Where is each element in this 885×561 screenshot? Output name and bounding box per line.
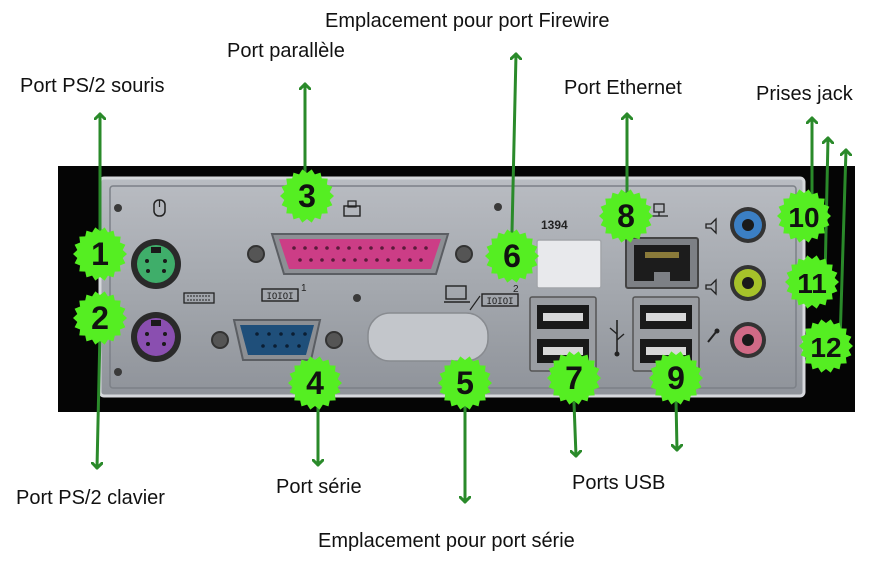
svg-text:IOIOI: IOIOI xyxy=(486,297,513,307)
badge-burst xyxy=(785,255,839,309)
badge-2: 2 xyxy=(73,291,127,345)
ps2-keyboard-port xyxy=(131,312,181,362)
badge-number: 10 xyxy=(788,202,819,233)
badge-number: 1 xyxy=(91,236,109,272)
mounting-hole xyxy=(114,368,122,376)
keyboard-icon xyxy=(183,292,215,304)
port-index-1: 1 xyxy=(301,283,307,294)
svg-text:IOIOI: IOIOI xyxy=(266,292,293,302)
badge-number: 5 xyxy=(456,365,474,401)
firewire-code-label: 1394 xyxy=(541,218,568,232)
arrow-firewire xyxy=(512,52,516,234)
audio-jack-green xyxy=(730,265,766,301)
badge-11: 11 xyxy=(785,255,839,309)
audio-in-icon xyxy=(705,278,717,296)
label-serial-slot: Emplacement pour port série xyxy=(318,530,575,552)
mounting-hole xyxy=(494,203,502,211)
label-firewire-slot: Emplacement pour port Firewire xyxy=(325,10,610,32)
badge-12: 12 xyxy=(799,319,853,373)
ethernet-port xyxy=(625,237,699,289)
badge-number: 2 xyxy=(91,300,109,336)
usb-icon xyxy=(609,320,625,357)
audio-out-icon xyxy=(705,217,717,235)
mounting-hole xyxy=(114,204,122,212)
badge-4: 4 xyxy=(288,356,342,410)
audio-jack-blue xyxy=(730,207,766,243)
badge-1: 1 xyxy=(73,227,127,281)
badge-burst xyxy=(280,169,334,223)
microphone-icon xyxy=(707,328,720,343)
label-parallel: Port parallèle xyxy=(227,40,345,62)
badge-number: 8 xyxy=(617,198,635,234)
arrow-jack-12 xyxy=(838,148,846,344)
monitor-icon: IOIOI xyxy=(444,285,519,311)
mouse-icon xyxy=(153,199,166,217)
serial-port-slot xyxy=(367,312,489,362)
badge-9: 9 xyxy=(649,351,703,405)
label-serial: Port série xyxy=(276,476,362,498)
badge-number: 9 xyxy=(667,360,685,396)
badge-burst xyxy=(73,291,127,345)
badge-burst xyxy=(547,351,601,405)
ps2-mouse-port xyxy=(131,239,181,289)
badge-number: 7 xyxy=(565,360,583,396)
parallel-port xyxy=(247,233,473,275)
arrow-ps2-keyboard xyxy=(97,330,100,470)
audio-jack-pink xyxy=(730,322,766,358)
badge-number: 3 xyxy=(298,178,316,214)
badge-burst xyxy=(288,356,342,410)
badge-7: 7 xyxy=(547,351,601,405)
serial-port xyxy=(211,319,343,361)
printer-icon xyxy=(343,200,361,217)
label-jacks: Prises jack xyxy=(756,83,853,105)
badge-burst xyxy=(73,227,127,281)
mounting-hole xyxy=(353,294,361,302)
badge-number: 4 xyxy=(306,365,324,401)
badge-6: 6 xyxy=(485,229,539,283)
network-icon xyxy=(652,203,668,217)
label-ps2-mouse: Port PS/2 souris xyxy=(20,75,165,97)
badge-number: 12 xyxy=(810,332,841,363)
badge-burst xyxy=(777,189,831,243)
arrow-usb-left xyxy=(574,401,576,458)
badge-10: 10 xyxy=(777,189,831,243)
badge-burst xyxy=(649,351,703,405)
badge-number: 6 xyxy=(503,238,521,274)
badge-burst xyxy=(485,229,539,283)
port-index-2: 2 xyxy=(513,284,519,295)
label-ethernet: Port Ethernet xyxy=(564,77,682,99)
serial-icon: IOIOI xyxy=(261,288,299,302)
badge-burst xyxy=(599,189,653,243)
label-usb: Ports USB xyxy=(572,472,666,494)
badge-burst xyxy=(799,319,853,373)
arrow-usb-right xyxy=(676,398,677,452)
badge-number: 11 xyxy=(797,268,827,299)
label-ps2-keyboard: Port PS/2 clavier xyxy=(16,487,165,509)
badge-5: 5 xyxy=(438,356,492,410)
badge-burst xyxy=(438,356,492,410)
badge-3: 3 xyxy=(280,169,334,223)
firewire-port-slot xyxy=(536,239,602,289)
badge-8: 8 xyxy=(599,189,653,243)
